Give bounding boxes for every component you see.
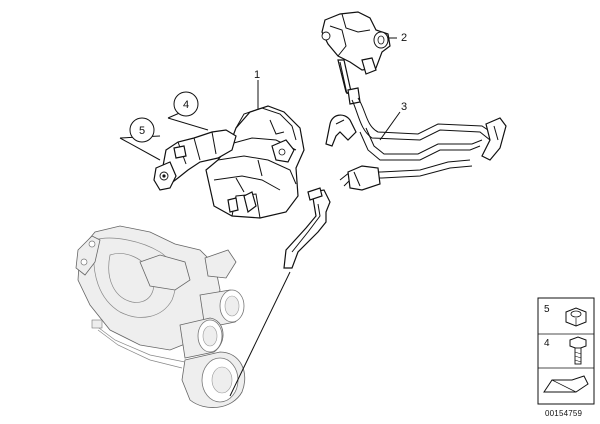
shim-icon [543,375,589,393]
diagram-number: 00154759 [545,409,583,418]
callout-1: 1 [254,69,260,81]
callout-5-circle [129,117,155,143]
callout-3: 3 [401,101,407,113]
callout-5: 5 [139,125,145,137]
bolt-icon [569,336,587,365]
intake-hose-bracket [153,129,237,191]
callout-4-circle [173,91,199,117]
blow-off-valve [321,11,391,75]
hose-assembly [283,59,507,269]
resonator-housing [205,105,305,219]
legend-item-4: 4 [544,338,550,349]
fastener-legend: 5 4 [537,297,595,405]
callout-2: 2 [401,32,407,44]
turbocharger [75,225,246,408]
hex-nut-icon [565,307,587,327]
callout-4: 4 [183,99,189,111]
legend-item-5: 5 [544,304,550,315]
